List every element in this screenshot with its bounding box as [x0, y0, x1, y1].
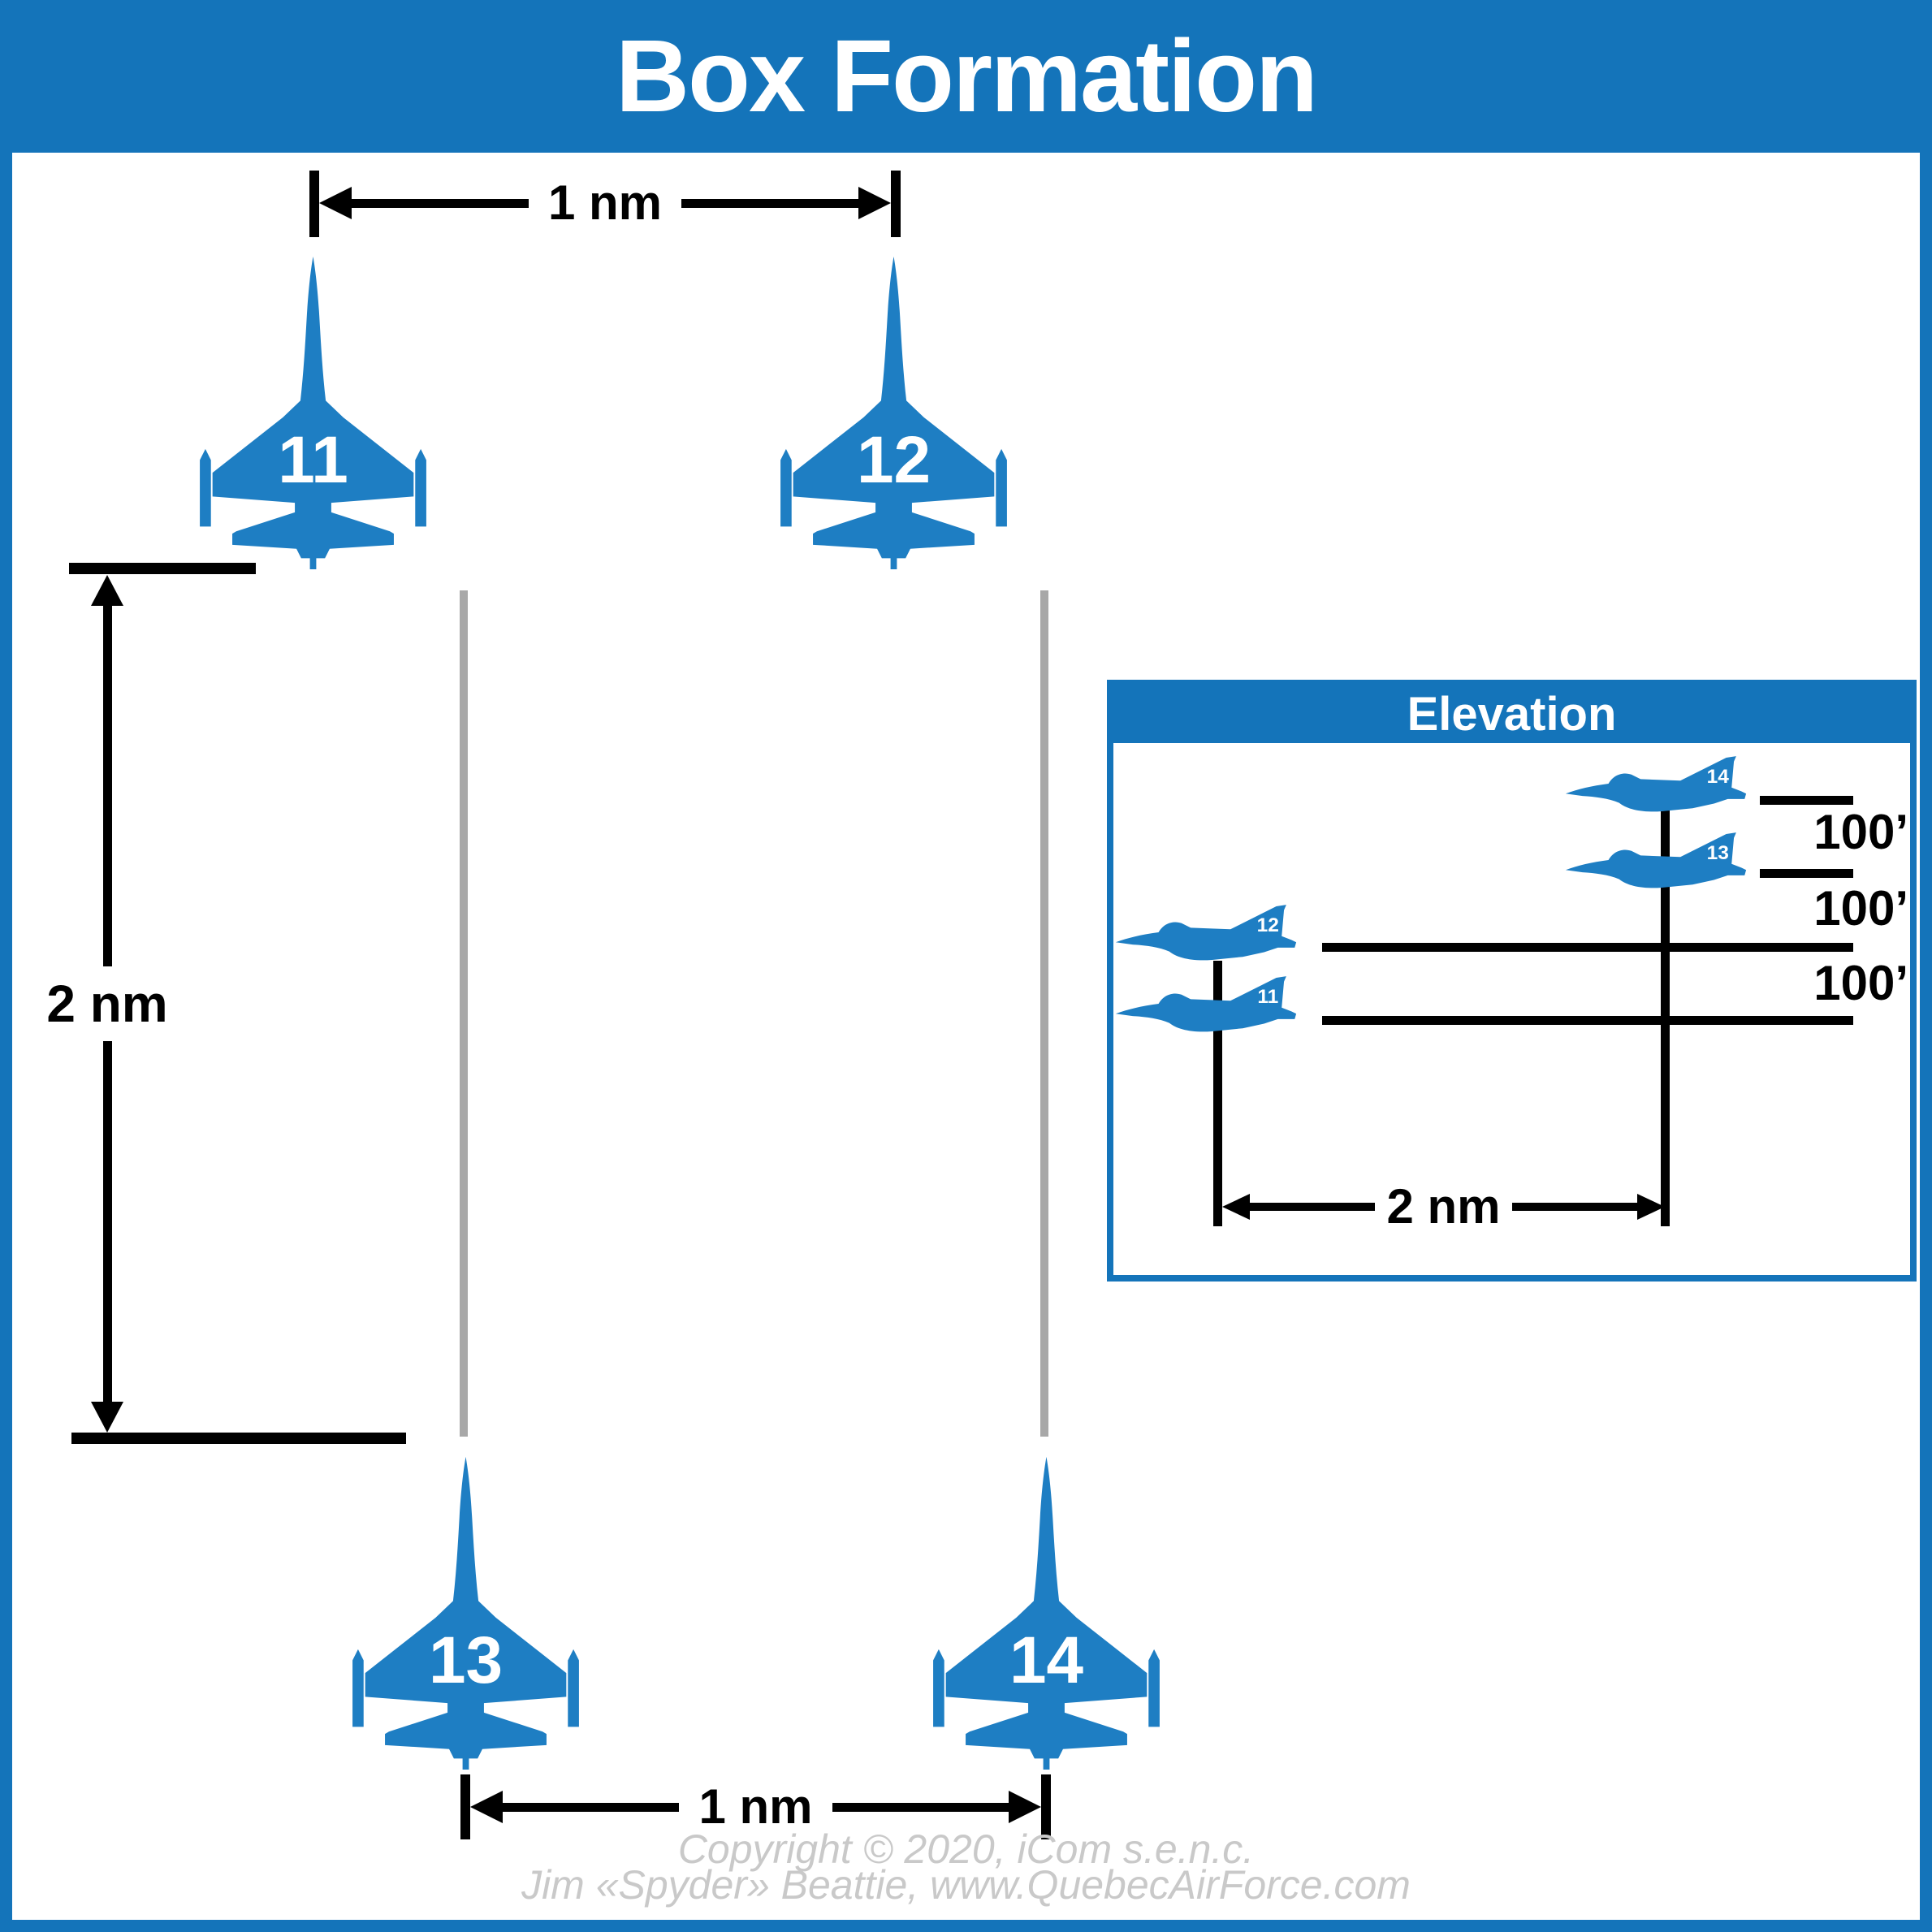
- altitude-pole-left: [1213, 961, 1222, 1226]
- title-bar: Box Formation: [0, 0, 1932, 153]
- elevation-inset: Elevation 100’ 100’ 100’ 14 13: [1107, 680, 1917, 1282]
- dimension-bottom-right-tick: [1041, 1774, 1051, 1839]
- copyright-line: Copyright © 2020, iCom s.e.n.c.: [677, 1826, 1255, 1872]
- dimension-top-right-tick: [891, 171, 901, 237]
- left-arrowhead-icon: [470, 1791, 503, 1823]
- down-arrowhead-icon: [91, 1402, 123, 1433]
- dimension-line: [1511, 1203, 1638, 1211]
- left-arrowhead-icon: [319, 187, 352, 219]
- credit-line: Jim «Spyder» Beattie, www.QuebecAirForce…: [521, 1862, 1411, 1908]
- aircraft-13-number: 13: [1707, 842, 1729, 864]
- aircraft-12-top-icon: 12: [779, 254, 1009, 571]
- dimension-bottom-left-tick: [460, 1774, 470, 1839]
- aircraft-11-side-icon: 11: [1114, 975, 1298, 1034]
- extension-line-top: [69, 563, 256, 574]
- right-arrowhead-icon: [1637, 1194, 1666, 1220]
- dimension-line: [1250, 1203, 1376, 1211]
- dimension-bottom: 1 nm: [470, 1779, 1042, 1835]
- aircraft-12-number: 12: [1257, 914, 1279, 936]
- extension-line-bottom: [71, 1433, 406, 1444]
- elevation-title: Elevation: [1407, 688, 1617, 741]
- altitude-separation-label-1: 100’: [1813, 805, 1908, 859]
- dimension-top: 1 nm: [319, 175, 892, 231]
- dimension-line: [102, 606, 112, 966]
- aircraft-14-number: 14: [1009, 1623, 1084, 1697]
- dimension-line: [503, 1802, 680, 1812]
- aircraft-14-side-icon: 14: [1564, 755, 1748, 814]
- aircraft-13-side-icon: 13: [1564, 832, 1748, 890]
- right-arrowhead-icon: [858, 187, 892, 219]
- aircraft-13-number: 13: [429, 1623, 503, 1697]
- altitude-line-11: [1322, 1016, 1853, 1025]
- right-arrowhead-icon: [1009, 1791, 1042, 1823]
- altitude-separation-label-3: 100’: [1813, 956, 1908, 1010]
- dimension-top-label: 1 nm: [547, 175, 663, 230]
- aircraft-14-top-icon: 14: [931, 1454, 1161, 1771]
- dimension-left: 2 nm: [42, 575, 172, 1433]
- dimension-bottom-label: 1 nm: [698, 1779, 813, 1834]
- elevation-header: Elevation: [1113, 686, 1910, 743]
- dimension-top-left-tick: [309, 171, 319, 237]
- dimension-line: [832, 1802, 1009, 1812]
- altitude-line-14: [1760, 796, 1853, 805]
- aircraft-12-number: 12: [857, 423, 931, 497]
- page-title: Box Formation: [615, 19, 1318, 133]
- dimension-elevation-label: 2 nm: [1386, 1179, 1501, 1234]
- altitude-separation-label-2: 100’: [1813, 881, 1908, 936]
- dimension-left-label: 2 nm: [46, 975, 168, 1033]
- frame-border-right: [1920, 153, 1932, 1932]
- altitude-line-12: [1322, 943, 1853, 952]
- dimension-line: [352, 198, 529, 208]
- aircraft-11-top-icon: 11: [198, 254, 428, 571]
- aircraft-14-number: 14: [1707, 766, 1730, 788]
- dimension-line: [681, 198, 859, 208]
- dimension-line: [102, 1041, 112, 1402]
- frame-border-bottom: [0, 1920, 1932, 1932]
- aircraft-11-number: 11: [278, 423, 348, 497]
- aircraft-13-top-icon: 13: [351, 1454, 581, 1771]
- aircraft-11-number: 11: [1257, 986, 1278, 1008]
- altitude-pole-right: [1661, 808, 1670, 1226]
- altitude-line-13: [1760, 869, 1853, 878]
- formation-track-line-right: [1040, 590, 1048, 1437]
- dimension-elevation: 2 nm: [1222, 1179, 1666, 1234]
- frame-border-left: [0, 153, 12, 1932]
- aircraft-12-side-icon: 12: [1114, 904, 1298, 962]
- up-arrowhead-icon: [91, 575, 123, 606]
- formation-track-line-left: [460, 590, 468, 1437]
- left-arrowhead-icon: [1222, 1194, 1250, 1220]
